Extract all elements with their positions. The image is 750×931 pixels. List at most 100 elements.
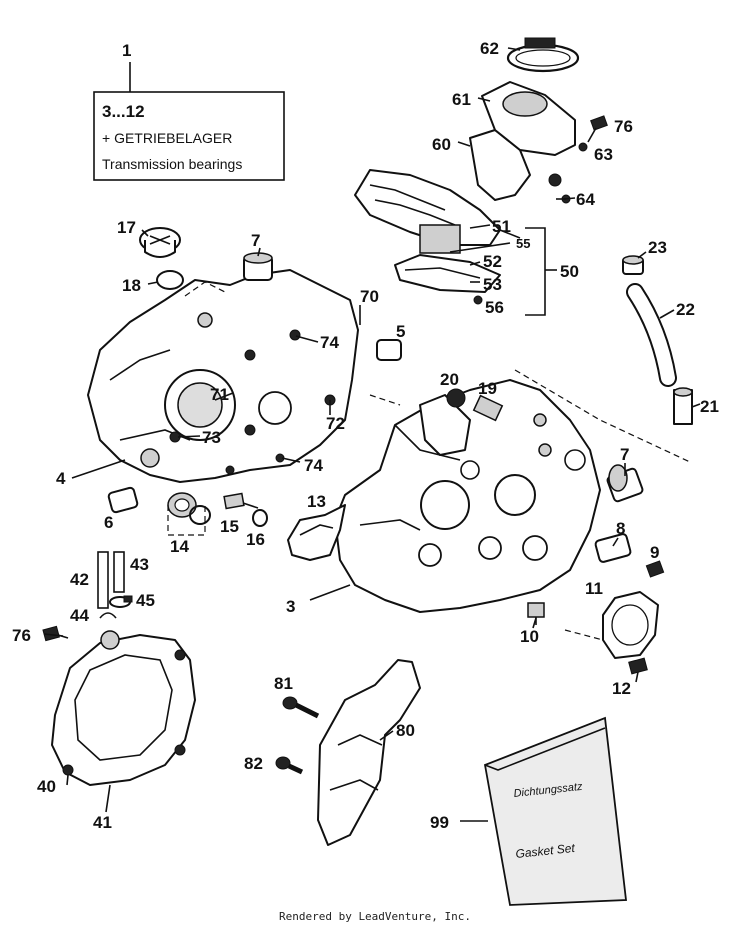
callout-16: 16 [246, 530, 265, 549]
callout-4: 4 [56, 469, 66, 488]
assembly-line-getriebelager: + GETRIEBELAGER [102, 130, 232, 146]
hose-clamp-62 [506, 37, 580, 73]
callout-63: 63 [594, 145, 613, 164]
callout-18: 18 [122, 276, 141, 295]
callout-numbers: 3 4 5 6 7 7 8 9 10 11 12 13 14 15 16 17 … [12, 39, 719, 832]
callout-53: 53 [483, 275, 502, 294]
callout-19: 19 [478, 379, 497, 398]
bushing-7-upper [243, 252, 273, 281]
nut-20 [446, 388, 466, 408]
fitting-21 [673, 387, 693, 425]
bracket-50 [525, 227, 557, 316]
callout-61: 61 [452, 90, 471, 109]
callout-41: 41 [93, 813, 112, 832]
callout-62: 62 [480, 39, 499, 58]
chain-guard-80 [317, 659, 421, 846]
callout-7-upper: 7 [251, 231, 260, 250]
callout-74-lower: 74 [304, 456, 323, 475]
assembly-box: 1 3...12 + GETRIEBELAGER Transmission be… [93, 41, 285, 181]
callout-76-top: 76 [614, 117, 633, 136]
gasket-13 [287, 504, 346, 561]
callout-22: 22 [676, 300, 695, 319]
callout-73: 73 [202, 428, 221, 447]
screw-56 [473, 295, 483, 305]
callout-10: 10 [520, 627, 539, 646]
assembly-range: 3...12 [102, 102, 145, 121]
clip-44 [99, 612, 117, 619]
callout-21: 21 [700, 397, 719, 416]
callout-3: 3 [286, 597, 295, 616]
callout-11: 11 [585, 579, 603, 598]
callout-13: 13 [307, 492, 326, 511]
washer-14b [189, 505, 211, 525]
callout-70: 70 [360, 287, 379, 306]
drain-screw-10 [527, 602, 545, 625]
gasket-set-bag-99: Dichtungssatz Gasket Set [483, 716, 628, 906]
callout-15: 15 [220, 517, 239, 536]
screw-76-top [587, 115, 608, 143]
callout-23: 23 [648, 238, 667, 257]
tube-42 [97, 551, 109, 609]
callout-6: 6 [104, 513, 113, 532]
callout-17: 17 [117, 218, 136, 237]
callout-45: 45 [136, 591, 155, 610]
callout-51: 51 [492, 217, 511, 236]
callout-60: 60 [432, 135, 451, 154]
callout-52: 52 [483, 252, 502, 271]
footer-credit: Rendered by LeadVenture, Inc. [278, 910, 472, 923]
washer-63 [578, 142, 588, 152]
callout-12: 12 [612, 679, 631, 698]
plug-9 [645, 560, 665, 578]
dowel-6 [107, 486, 139, 514]
callout-56: 56 [485, 298, 504, 317]
washer-16 [252, 509, 268, 527]
callout-43: 43 [130, 555, 149, 574]
tube-43 [113, 551, 125, 593]
callout-82: 82 [244, 754, 263, 773]
callout-55: 55 [516, 236, 530, 251]
screw-76-left [42, 625, 69, 642]
callout-72: 72 [326, 414, 345, 433]
screw-81 [282, 696, 320, 719]
callout-81: 81 [274, 674, 293, 693]
callout-71: 71 [210, 385, 229, 404]
bushing-7-right [606, 464, 644, 503]
cap-23 [622, 255, 644, 275]
callout-20: 20 [440, 370, 459, 389]
leader-lines [43, 47, 701, 822]
gasket-bag-label-en: Gasket Set [515, 841, 576, 861]
callout-1: 1 [122, 41, 131, 60]
screw-82 [275, 756, 304, 775]
bushing-8 [594, 533, 632, 563]
dowel-5 [376, 339, 402, 361]
callout-99: 99 [430, 813, 449, 832]
callout-74-upper: 74 [320, 333, 339, 352]
screw-12 [628, 657, 648, 675]
callout-44: 44 [70, 606, 89, 625]
cover-gasket-11 [564, 591, 659, 659]
callout-50: 50 [560, 262, 579, 281]
callout-76-left: 76 [12, 626, 31, 645]
hose-22 [626, 283, 677, 387]
shaft-seal-14 [167, 492, 206, 536]
o-ring-18 [156, 270, 184, 290]
callout-14: 14 [170, 537, 189, 556]
screw-15 [223, 492, 259, 510]
clamp-45 [109, 595, 133, 608]
callout-64: 64 [576, 190, 595, 209]
reed-valve-assembly [354, 81, 576, 293]
ignition-cover-40-41 [51, 630, 196, 786]
callout-42: 42 [70, 570, 89, 589]
callout-7-right: 7 [620, 445, 629, 464]
banjo-bolt-19 [472, 394, 504, 422]
callout-8: 8 [616, 519, 625, 538]
callout-40: 40 [37, 777, 56, 796]
callout-80: 80 [396, 721, 415, 740]
callout-9: 9 [650, 543, 659, 562]
oil-filler-plug-17 [139, 227, 181, 258]
callout-5: 5 [396, 322, 405, 341]
left-crankcase-half [87, 269, 359, 483]
assembly-line-transmission-bearings: Transmission bearings [102, 156, 242, 172]
right-crankcase-half [334, 369, 691, 613]
